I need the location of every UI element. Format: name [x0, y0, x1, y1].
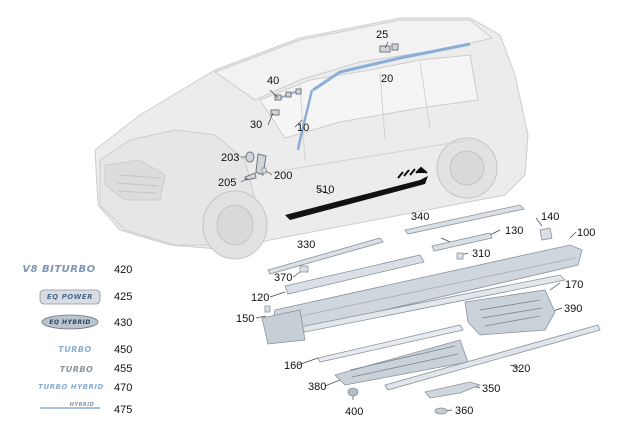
callout-160: 160: [284, 360, 303, 372]
callout-130: 130: [505, 225, 524, 237]
callout-340: 340: [411, 211, 430, 223]
part-400-clip: [347, 387, 359, 397]
callout-140: 140: [541, 211, 560, 223]
emblem-430-number: 430: [114, 317, 133, 329]
callout-380: 380: [308, 381, 327, 393]
part-160-strip: [317, 324, 464, 363]
callout-370: 370: [274, 272, 293, 284]
callout-510: 510: [316, 184, 335, 196]
callout-400: 400: [345, 406, 364, 418]
callout-205: 205: [218, 177, 237, 189]
part-380-bracket: [334, 339, 469, 386]
emblem-420: V8 BITURBO: [22, 263, 96, 275]
callout-25: 25: [376, 29, 389, 41]
part-140-clip: [539, 227, 553, 241]
emblem-470-number: 470: [114, 382, 133, 394]
part-360-disc: [434, 407, 448, 415]
car-illustration: [94, 17, 529, 260]
emblem-425: EQ POWER: [46, 293, 94, 301]
callout-100: 100: [577, 227, 596, 239]
callout-203: 203: [221, 152, 240, 164]
callout-350: 350: [482, 383, 501, 395]
emblem-430-plate: [41, 314, 99, 330]
callout-20: 20: [381, 73, 394, 85]
emblem-475: HYBRID: [69, 402, 95, 408]
part-120-clip: [264, 305, 271, 313]
emblem-470: TURBO HYBRID: [38, 383, 104, 391]
callout-320: 320: [512, 363, 531, 375]
callout-40: 40: [267, 75, 280, 87]
emblem-450: TURBO: [58, 344, 92, 354]
part-330-trim: [267, 237, 384, 275]
callout-30: 30: [250, 119, 263, 131]
part-310-clip: [456, 252, 464, 260]
emblem-430: EQ HYBRID: [49, 318, 91, 326]
emblem-455-number: 455: [114, 363, 133, 375]
side-decal-510: [285, 166, 428, 220]
callout-390: 390: [564, 303, 583, 315]
part-370-clip: [299, 265, 309, 273]
emblem-425-number: 425: [114, 291, 133, 303]
emblem-475-number: 475: [114, 404, 133, 416]
part-310-moulding: [284, 254, 425, 295]
part-320-strip: [384, 324, 601, 391]
emblem-425-plate: [39, 289, 101, 305]
part-350-step: [424, 381, 482, 399]
part-200-clip: [261, 167, 267, 174]
callout-310: 310: [472, 248, 491, 260]
callout-200: 200: [274, 170, 293, 182]
callout-170: 170: [565, 279, 584, 291]
leader-lines: [240, 41, 577, 412]
callout-360: 360: [455, 405, 474, 417]
emblem-graphics: [39, 289, 101, 409]
part-340-trim: [404, 204, 525, 235]
part-130-trim: [431, 232, 493, 252]
callout-10: 10: [297, 122, 310, 134]
callout-330: 330: [297, 239, 316, 251]
callout-150: 150: [236, 313, 255, 325]
callout-120: 120: [251, 292, 270, 304]
emblem-450-number: 450: [114, 344, 133, 356]
emblem-455: TURBO: [59, 364, 94, 374]
exploded-parts: [261, 167, 601, 415]
emblem-420-number: 420: [114, 264, 133, 276]
part-150-endcap: [261, 309, 306, 345]
